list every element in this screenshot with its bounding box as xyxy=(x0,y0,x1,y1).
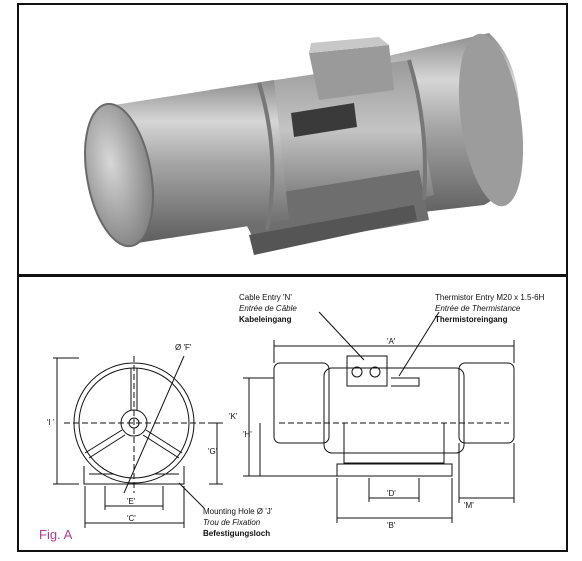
figure-label: Fig. A xyxy=(39,527,73,542)
thermistor-entry-fr: Entrée de Thermistance xyxy=(435,304,521,313)
dim-g-label: 'G' xyxy=(208,447,218,456)
thermistor-entry-en: Thermistor Entry M20 x 1.5-6H xyxy=(435,293,545,302)
dim-e-label: 'E' xyxy=(127,497,136,506)
dim-c-label: 'C' xyxy=(127,514,136,523)
dim-f-label: Ø 'F' xyxy=(175,343,192,352)
dim-m-label: 'M' xyxy=(464,501,474,510)
dim-i-label: 'I ' xyxy=(47,418,55,427)
cable-entry-fr: Entrée de Câble xyxy=(239,304,297,313)
thermistor-entry-de: Thermistoreingang xyxy=(435,315,508,324)
section-divider xyxy=(17,274,568,277)
dim-d-label: 'D' xyxy=(387,489,396,498)
vibrator-motor-photo xyxy=(84,33,524,255)
dim-h-label: 'H' xyxy=(243,430,252,439)
dimension-drawing: Ø 'F' 'I ' 'G' 'E' 'C' 'A' 'K' 'H' 'D' '… xyxy=(47,293,545,538)
mounting-hole-en: Mounting Hole Ø 'J' xyxy=(203,507,273,516)
dim-k-label: 'K' xyxy=(229,412,238,421)
cable-entry-en: Cable Entry 'N' xyxy=(239,293,292,302)
cable-entry-de: Kabeleingang xyxy=(239,315,292,324)
mounting-hole-fr: Trou de Fixation xyxy=(203,518,261,527)
dim-b-label: 'B' xyxy=(387,521,396,530)
mounting-hole-de: Befestigungsloch xyxy=(203,529,270,538)
dim-a-label: 'A' xyxy=(387,337,396,346)
